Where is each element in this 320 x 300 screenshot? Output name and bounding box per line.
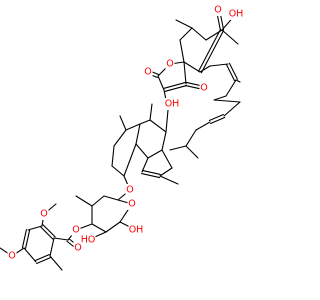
atom-label-sugar_oh_upper: OH (129, 225, 144, 236)
bond-m10-m11 (185, 145, 199, 159)
atom-label-lactone_carbonyl_o: O (144, 67, 151, 78)
atom-label-cooh_oh: OH (229, 9, 244, 20)
bond-r2-r3 (191, 27, 207, 41)
bond-d7-me6 (119, 115, 127, 131)
bond-d1-me5 (149, 103, 153, 121)
atom-bg-cooh_oh (228, 8, 244, 20)
bond-d8-d9 (111, 145, 115, 167)
bond-d12-d13 (159, 167, 173, 177)
atom-label-pyran_o: O (128, 199, 135, 210)
atom-bg-lactone_ring_o (165, 58, 175, 70)
bond-ar6-arMe (49, 255, 63, 271)
atom-bg-glycosidic_o (125, 184, 135, 196)
bond-m5-m6 (213, 99, 241, 103)
atom-label-methoxy_top_o: O (40, 209, 47, 220)
bond-s2-s3 (91, 195, 105, 207)
bond-ar2-ar3 (27, 225, 43, 231)
bond-d6-d1 (149, 119, 167, 133)
bond-m2-m3 (226, 64, 236, 82)
bond-lC2-lC3 (163, 81, 187, 90)
bond-d11-d12 (141, 169, 161, 175)
bond-ar3-ar4 (21, 229, 27, 249)
atom-label-sugar_oh_lower: HO (81, 235, 96, 246)
bond-ar1-ar2 (40, 226, 54, 240)
bond-r3-me1 (175, 19, 193, 29)
bond-m4-m5 (213, 95, 227, 101)
atom-bg-ester_carbonyl_o (73, 242, 83, 254)
atom-label-lactone_ring_o: O (166, 59, 173, 70)
bond-ar5-ar6 (36, 256, 52, 265)
bond-d3-d4 (135, 143, 149, 159)
atom-bg-sugar_oh_upper (128, 224, 144, 236)
bond-ar3-ar4 (25, 229, 31, 249)
bond-m8-m9 (195, 121, 211, 131)
bond-m1-m2 (209, 63, 229, 67)
bond-ar4-ar5 (23, 247, 37, 263)
atom-bg-lactone_carbonyl_o (143, 66, 153, 78)
atom-bg-enol_oh (164, 98, 180, 110)
bond-d13-d5 (161, 149, 173, 169)
bond-d5-d6 (161, 131, 167, 151)
bond-m7-m8 (208, 113, 224, 122)
bond-r1-r7 (221, 29, 239, 45)
bond-r3-r4 (179, 27, 193, 41)
atom-label-enol_oh: OH (165, 99, 180, 110)
bond-m3-me4 (235, 79, 241, 83)
bond-d4-d11 (141, 157, 149, 173)
bond-m6-m7 (223, 101, 241, 117)
atom-label-methoxy_left_o: O (8, 251, 15, 262)
atom-label-ester_carbonyl_o: O (74, 243, 81, 254)
bond-r6-m1 (199, 65, 211, 73)
bond-eC-ar1 (53, 237, 69, 241)
bond-en-d6 (165, 109, 169, 133)
bond-lC-lC2 (157, 75, 165, 91)
bond-m3-m4 (225, 79, 237, 97)
atom-label-ester_o: O (72, 225, 79, 236)
bond-ar6-ar1 (49, 237, 55, 257)
bond-d7-d8 (113, 129, 127, 147)
bond-d9-d10 (111, 165, 125, 177)
atom-label-glycosidic_o: O (126, 185, 133, 196)
bond-layer (0, 9, 241, 271)
bond-lC3-r5 (183, 61, 187, 85)
bond-d2-d7 (125, 123, 141, 131)
atom-bg-methoxy_left_o (7, 250, 17, 262)
bond-r6-r1 (198, 28, 222, 72)
bond-r6-r1 (200, 30, 224, 74)
atom-bg-ester_o (71, 224, 81, 236)
bond-ar5-ar6 (34, 253, 50, 262)
atom-label-ketone_o: O (200, 83, 207, 94)
atom-bg-methoxy_top_o (39, 208, 49, 220)
bond-s5-s6 (105, 221, 121, 233)
atom-label-cooh_o: O (214, 5, 221, 16)
bond-ar1-ar2 (42, 224, 56, 238)
atom-bg-ketone_o (199, 82, 209, 94)
bond-d4-d5 (147, 149, 163, 159)
bond-r4-r5 (179, 39, 185, 63)
atom-bg-cooh_o (213, 4, 223, 16)
bond-m7-m8 (210, 116, 226, 125)
bond-m2-m3 (228, 62, 238, 80)
atom-bg-pyran_o (127, 198, 137, 210)
bond-d2-d3 (135, 123, 141, 145)
bond-lC2-lC3 (163, 84, 187, 93)
bond-d12-me7 (159, 175, 179, 185)
bond-d10-d3 (123, 143, 137, 177)
bond-d11-d12 (141, 173, 161, 179)
bond-r5-r6 (183, 61, 201, 73)
bond-m10-m12 (169, 145, 187, 151)
bond-d1-d2 (139, 119, 151, 125)
bond-m9-m10 (185, 129, 197, 147)
bond-s4-s5 (91, 223, 107, 233)
bond-s1-s2 (103, 195, 119, 201)
atom-bg-sugar_oh_lower (80, 234, 96, 246)
bond-s3-sMe (75, 195, 93, 207)
